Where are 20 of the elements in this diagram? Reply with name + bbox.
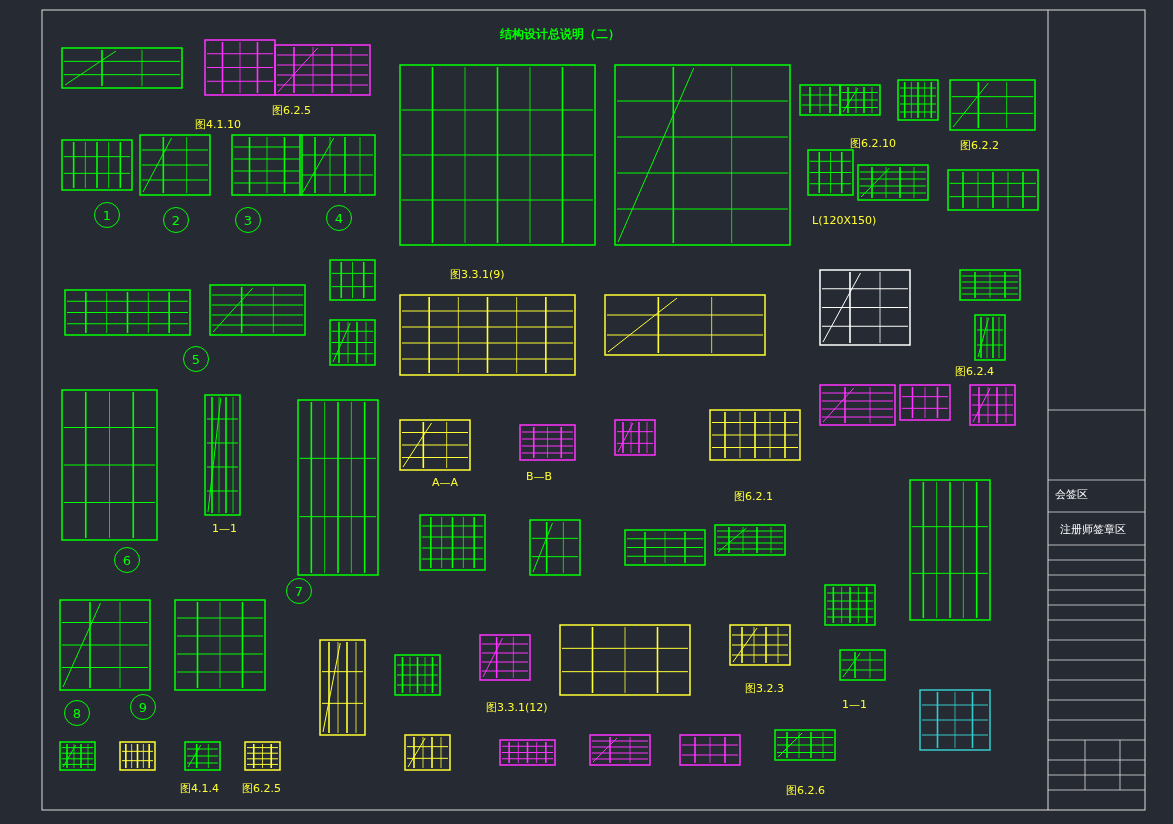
figure-reference: 图4.1.4 (180, 782, 219, 796)
title-block-text: 注册师签章区 (1060, 523, 1126, 537)
figure-reference: 图6.2.6 (786, 784, 825, 798)
figure-reference: 图6.2.4 (955, 365, 994, 379)
figure-reference: 图6.2.10 (850, 137, 896, 151)
figure-reference: 图3.2.3 (745, 682, 784, 696)
figure-reference: 1—1 (212, 522, 237, 536)
figure-reference: 图6.2.5 (242, 782, 281, 796)
figure-reference: 图3.3.1(9) (450, 268, 505, 282)
title-block-text: 会签区 (1055, 488, 1088, 502)
figure-reference: 图3.3.1(12) (486, 701, 548, 715)
figure-reference: 图6.2.5 (272, 104, 311, 118)
figure-reference: 图4.1.10 (195, 118, 241, 132)
figure-reference: L(120X150) (812, 214, 877, 228)
figure-reference: A—A (432, 476, 459, 490)
figure-reference: 图6.2.2 (960, 139, 999, 153)
sheet-title: 结构设计总说明（二） (500, 26, 620, 43)
figure-reference: 1—1 (842, 698, 867, 712)
figure-reference: B—B (526, 470, 553, 484)
figure-reference: 图6.2.1 (734, 490, 773, 504)
